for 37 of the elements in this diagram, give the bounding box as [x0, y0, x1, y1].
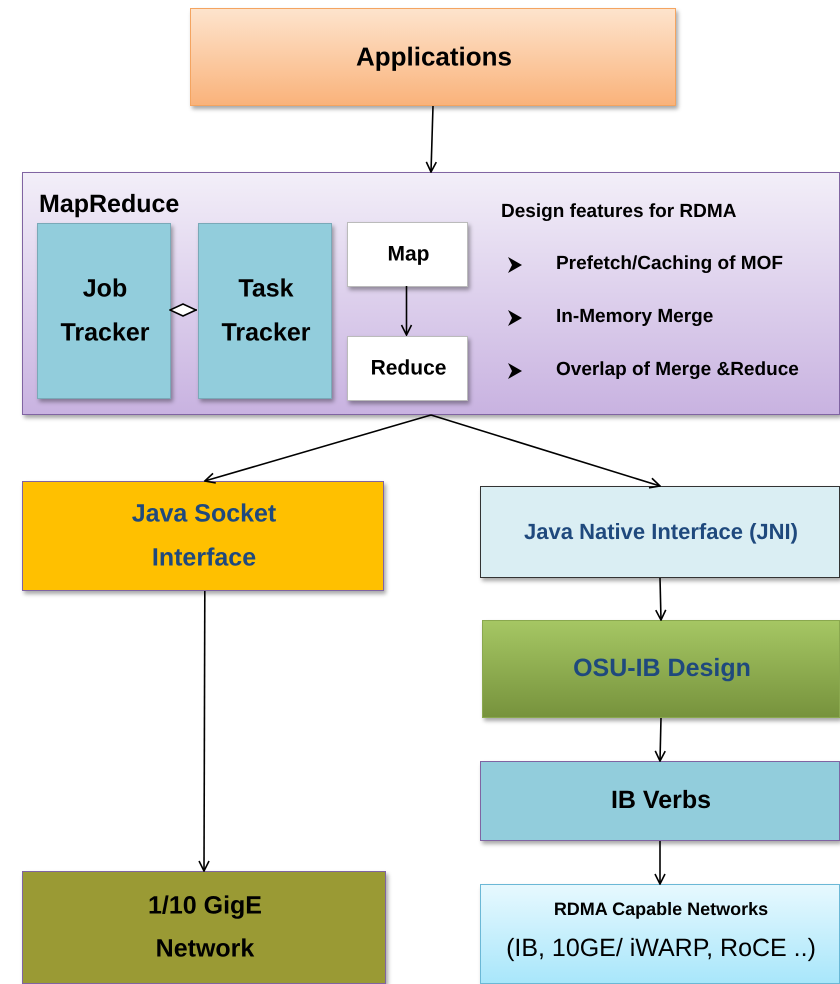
process-box: [190, 8, 676, 106]
box-label: Java Native Interface (JNI): [523, 518, 799, 546]
layer-box: [22, 871, 386, 984]
layer-box: [480, 761, 840, 841]
arrow: [400, 286, 412, 336]
arrow: [430, 414, 661, 489]
box-label: Task Tracker: [220, 273, 312, 348]
heading: MapReduce: [39, 189, 180, 219]
heading: RDMA Capable Networks: [552, 899, 770, 921]
arrow: [654, 718, 666, 762]
label-text: Design features for RDMA: [501, 201, 736, 224]
box-label: IB Verbs: [610, 785, 712, 816]
layer-box: [480, 486, 840, 578]
process-box: [347, 336, 468, 401]
bullet-text: Overlap of Merge &Reduce: [556, 359, 799, 382]
box-label: Map: [386, 241, 430, 268]
arrow: [426, 106, 438, 173]
arrow: [198, 591, 210, 872]
component-box: [37, 223, 171, 399]
arrow: [204, 414, 432, 484]
container-box: [22, 172, 840, 415]
label-text: (IB, 10GE/ iWARP, RoCE ..): [505, 933, 817, 963]
box-label: 1/10 GigE Network: [147, 890, 263, 964]
layer-box: [482, 620, 840, 718]
arrow: [654, 578, 667, 621]
bullet-text: In-Memory Merge: [556, 306, 714, 329]
component-box: [198, 223, 332, 399]
arrow: [654, 841, 666, 885]
box-label: Job Tracker: [60, 273, 150, 348]
layer-box: [480, 884, 840, 984]
process-box: [347, 222, 468, 287]
box-label: Applications: [354, 40, 513, 74]
box-label: OSU-IB Design: [572, 653, 752, 684]
bullet-text: Prefetch/Caching of MOF: [556, 253, 783, 276]
box-label: Java Socket Interface: [130, 498, 278, 573]
layer-box: [22, 481, 384, 591]
box-label: Reduce: [370, 355, 448, 382]
